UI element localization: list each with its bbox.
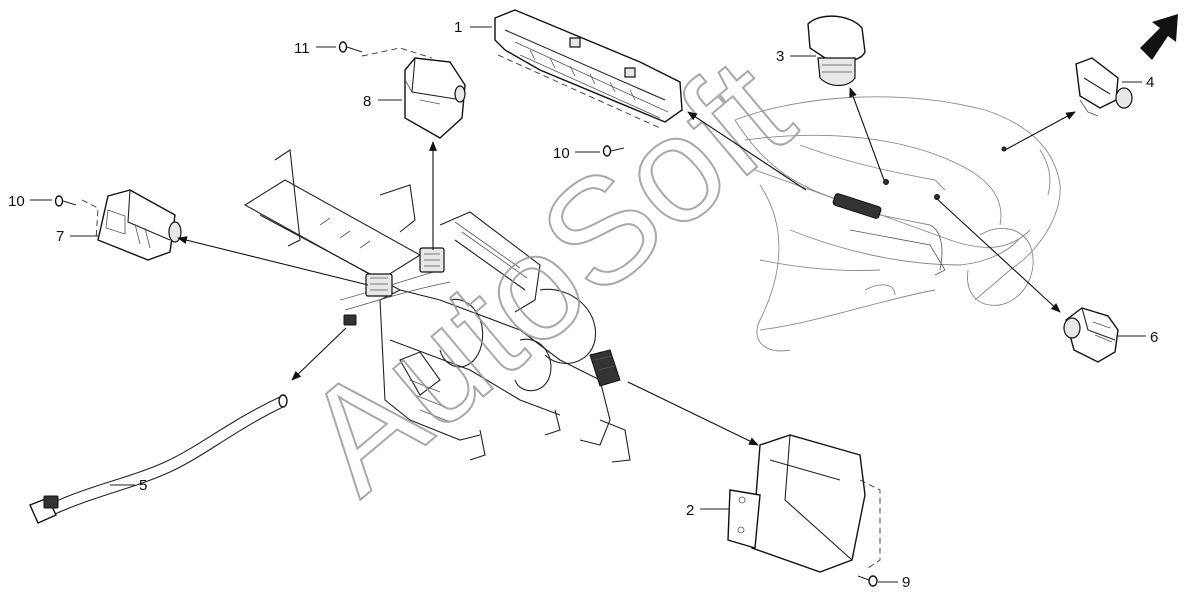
callout-10-upper: 10 (553, 145, 570, 162)
leader-lines (30, 26, 1146, 583)
callout-7: 7 (56, 228, 64, 245)
part-7-switch-module (81, 189, 182, 261)
watermark: AutoSoft (272, 25, 823, 526)
screw-10-left (54, 195, 77, 207)
callout-3: 3 (776, 48, 784, 65)
hvac-assembly (243, 149, 631, 463)
callout-11: 11 (294, 40, 310, 57)
forward-arrow-icon (1140, 14, 1178, 60)
part-1-vent-panel (494, 9, 683, 129)
callout-9: 9 (902, 574, 910, 591)
callout-5: 5 (139, 477, 147, 494)
part-3-sensor-cap (807, 15, 866, 87)
vehicle-outline (734, 96, 1061, 352)
callout-10-left: 10 (8, 193, 25, 210)
part-5-wiring-harness (29, 394, 288, 524)
callout-8: 8 (363, 93, 371, 110)
part-6-connector (1063, 307, 1119, 363)
callout-4: 4 (1146, 74, 1154, 91)
callout-1: 1 (454, 19, 462, 36)
callout-labels: 1 2 3 4 5 6 7 8 9 10 10 11 (8, 19, 1158, 591)
pointer-arrows (177, 87, 1076, 446)
screw-11 (338, 41, 363, 53)
screw-9 (857, 575, 878, 587)
watermark-text: AutoSoft (273, 26, 822, 525)
part-4-sensor (1075, 57, 1133, 117)
part-2-control-module (727, 434, 881, 573)
part-8-actuator (361, 47, 466, 139)
callout-6: 6 (1150, 329, 1158, 346)
callout-2: 2 (686, 502, 694, 519)
screw-10-upper (602, 145, 625, 157)
